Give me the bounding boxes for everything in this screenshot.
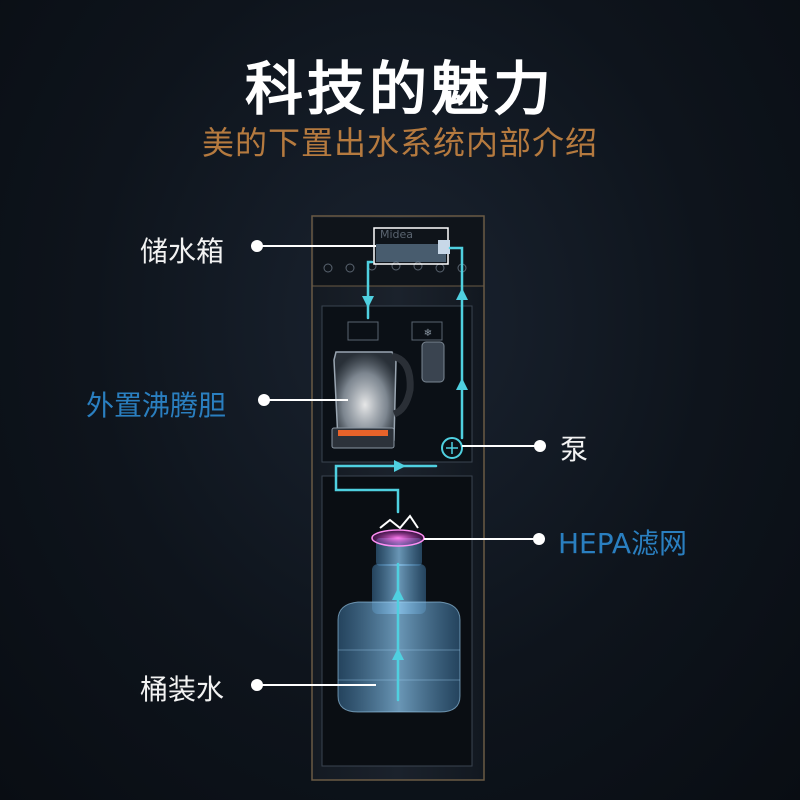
page-subtitle: 美的下置出水系统内部介绍 xyxy=(201,124,598,162)
leader-line-hepa-filter xyxy=(424,538,536,540)
hepa-filter-graphic xyxy=(371,529,425,547)
label-hepa-filter: HEPA滤网 xyxy=(558,527,687,560)
leader-dot-water-tank xyxy=(251,240,263,252)
svg-text:❄: ❄ xyxy=(424,328,432,339)
label-pump: 泵 xyxy=(560,433,589,466)
label-kettle: 外置沸腾胆 xyxy=(86,389,227,422)
leader-dot-kettle xyxy=(258,394,270,406)
leader-dot-hepa-filter xyxy=(533,533,545,545)
leader-line-pump xyxy=(462,445,536,447)
page-title: 科技的魅力 xyxy=(244,55,555,123)
panel-button-1 xyxy=(323,263,333,273)
water-flow-path xyxy=(334,246,464,702)
panel-button-4 xyxy=(391,261,401,271)
label-water-tank: 储水箱 xyxy=(140,235,225,268)
leader-dot-pump xyxy=(534,440,546,452)
leader-dot-bottled-water xyxy=(251,679,263,691)
pump-graphic xyxy=(441,437,463,459)
panel-button-5 xyxy=(413,261,423,271)
leader-line-bottled-water xyxy=(260,684,376,686)
water-tank-outlet xyxy=(438,240,450,254)
leader-line-kettle xyxy=(268,399,348,401)
leader-line-water-tank xyxy=(260,245,376,247)
label-bottled-water: 桶装水 xyxy=(140,673,225,706)
kettle-graphic xyxy=(331,351,414,449)
panel-button-2 xyxy=(345,263,355,273)
brand-logo: Midea xyxy=(380,228,413,241)
control-panel xyxy=(314,218,482,286)
flow-arrows xyxy=(362,288,468,660)
faucet xyxy=(421,341,445,383)
